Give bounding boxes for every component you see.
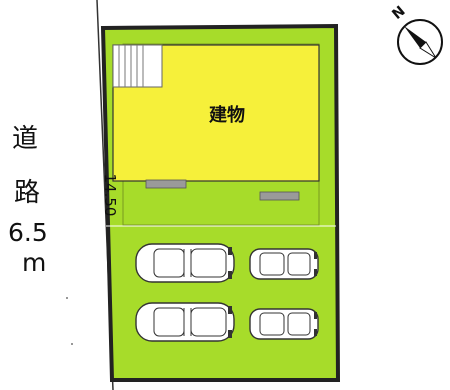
survey-mark (71, 343, 73, 345)
road-label-line2: 路 (14, 178, 41, 208)
survey-mark (66, 297, 68, 299)
road-width-value: 6.5 (8, 218, 48, 247)
outdoor-unit-pad (145, 179, 187, 189)
car-icon (135, 243, 235, 283)
compass-icon (397, 19, 443, 65)
car-icon (249, 308, 319, 340)
outdoor-unit-pad (259, 191, 300, 201)
stairs-icon (112, 44, 163, 88)
car-icon (249, 248, 319, 280)
frontage-length-label: 14.50 (101, 173, 119, 217)
road-width-unit: m (22, 248, 47, 277)
car-icon (135, 302, 235, 342)
building-label: 建物 (209, 105, 245, 126)
road-label-line1: 道 (12, 124, 39, 154)
